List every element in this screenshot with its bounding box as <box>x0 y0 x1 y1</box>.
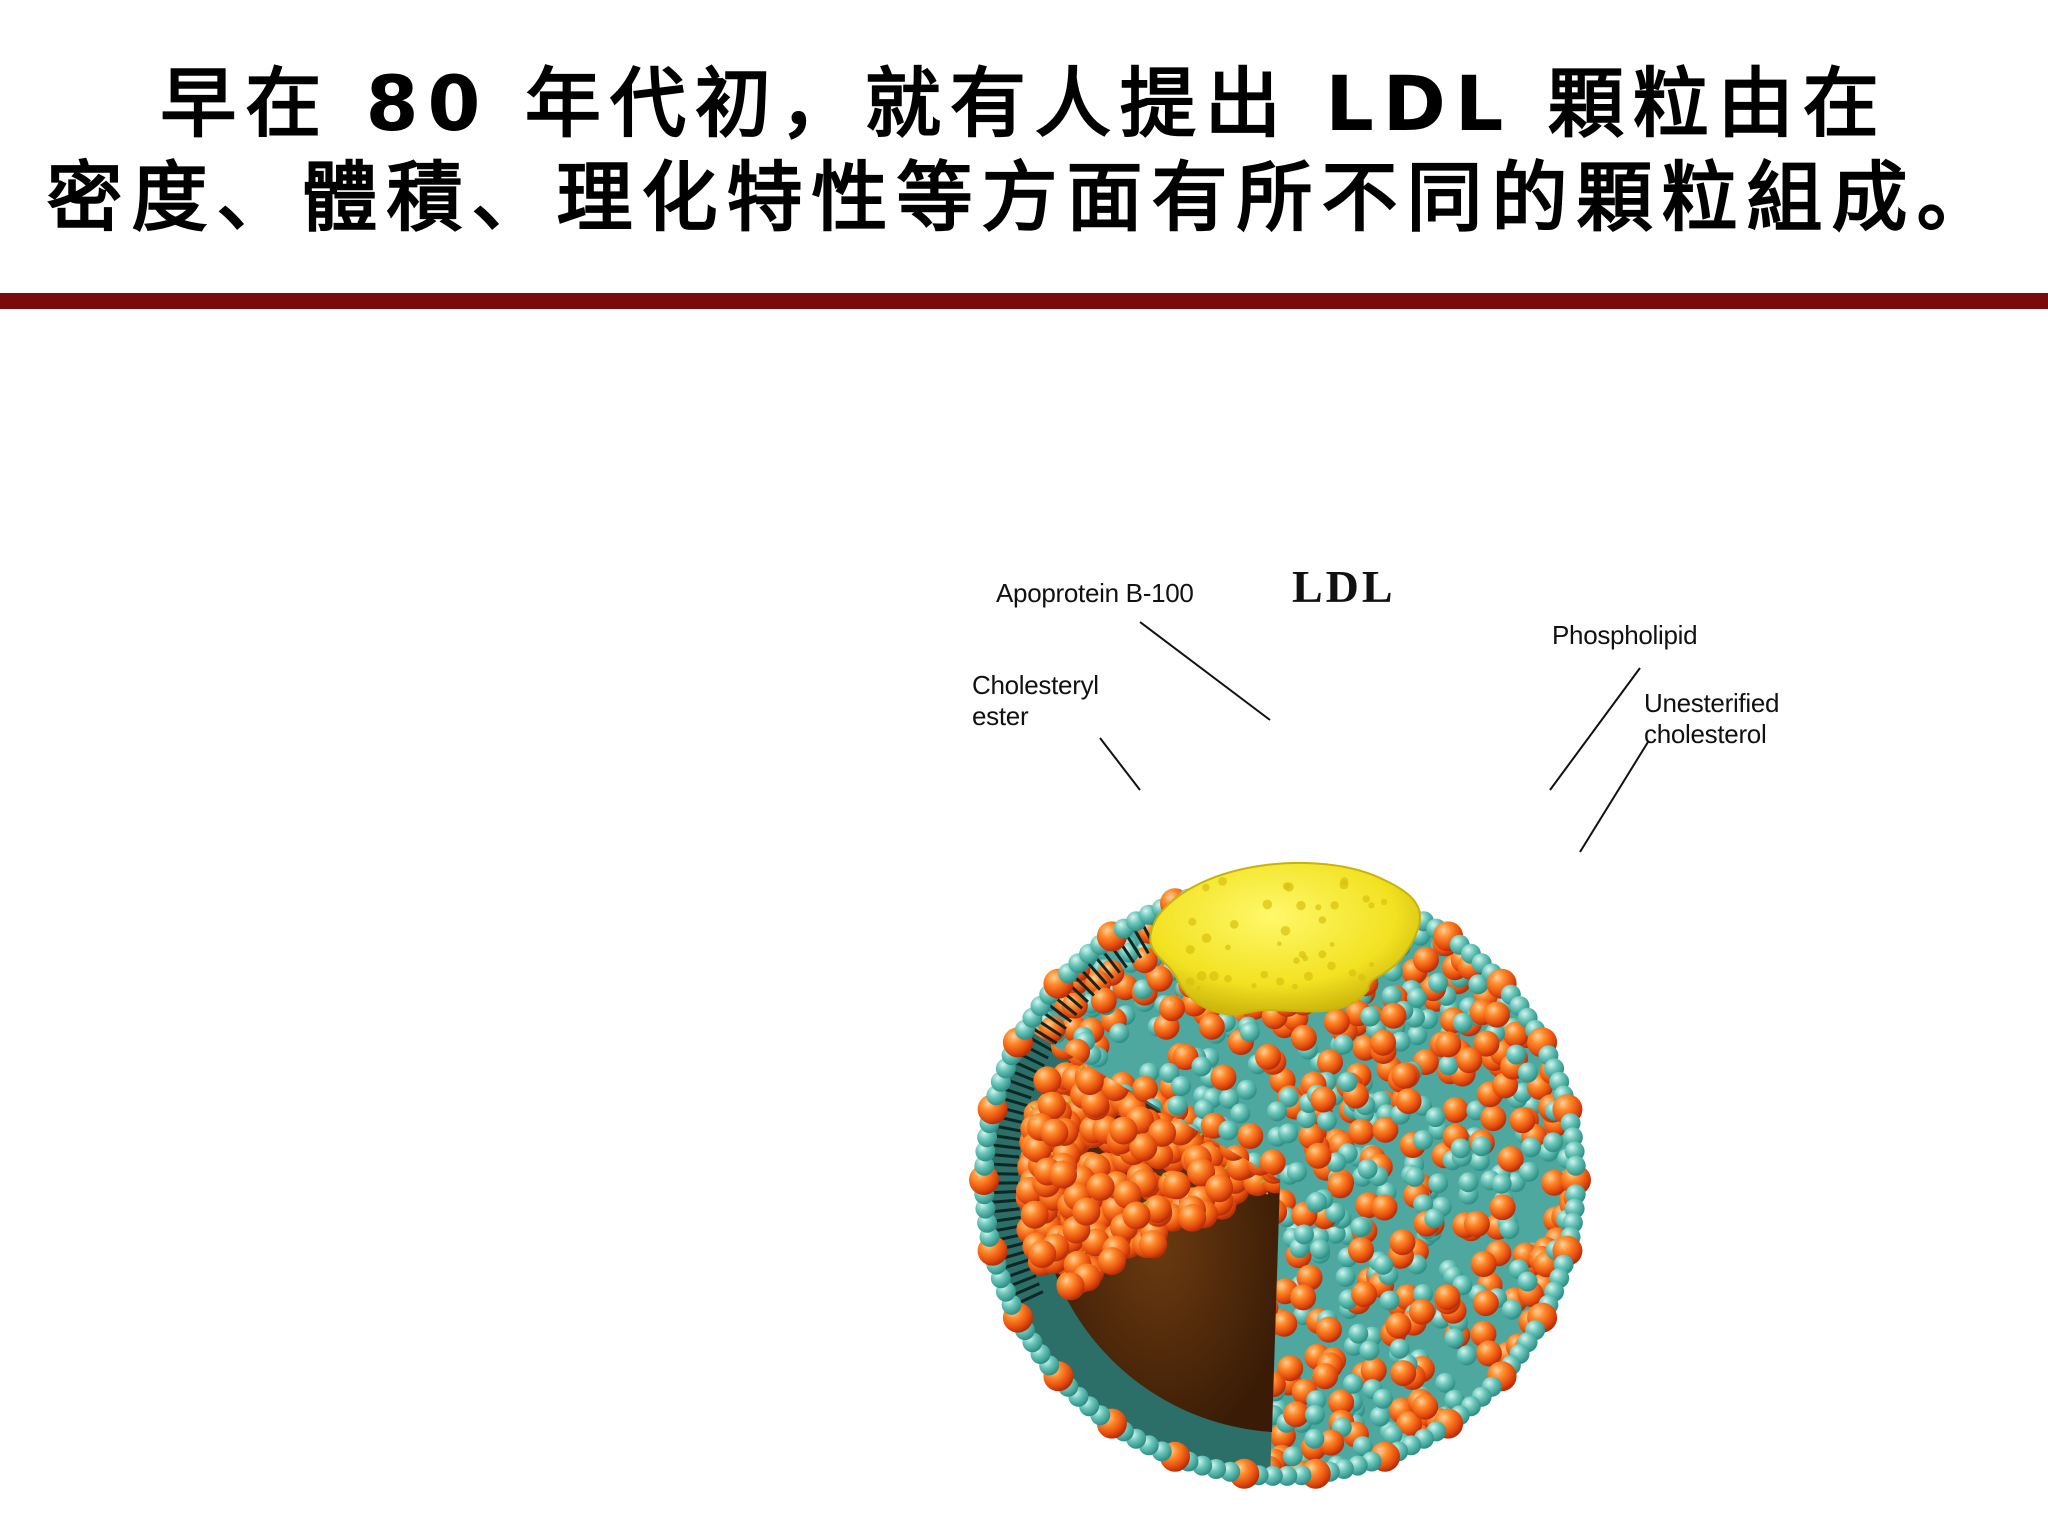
slide-title-line-1: 早在 80 年代初，就有人提出 LDL 顆粒由在 <box>0 56 2048 152</box>
label-cholesteryl-ester: Cholesteryl ester <box>972 670 1099 732</box>
label-leader-lines <box>1100 622 1648 852</box>
figure-title: LDL <box>1292 560 1396 613</box>
label-unesterified-cholesterol: Unesterified cholesterol <box>1644 688 1779 750</box>
label-phospholipid: Phospholipid <box>1552 620 1697 651</box>
ldl-particle-figure: LDL Apoprotein B-100 Cholesteryl ester P… <box>900 560 1860 1520</box>
slide-title: 早在 80 年代初，就有人提出 LDL 顆粒由在 密度、體積、理化特性等方面有所… <box>0 56 2048 246</box>
slide-title-line-2: 密度、體積、理化特性等方面有所不同的顆粒組成。 <box>0 150 2048 246</box>
label-apoprotein-b100: Apoprotein B-100 <box>996 578 1194 609</box>
title-divider <box>0 293 2048 309</box>
